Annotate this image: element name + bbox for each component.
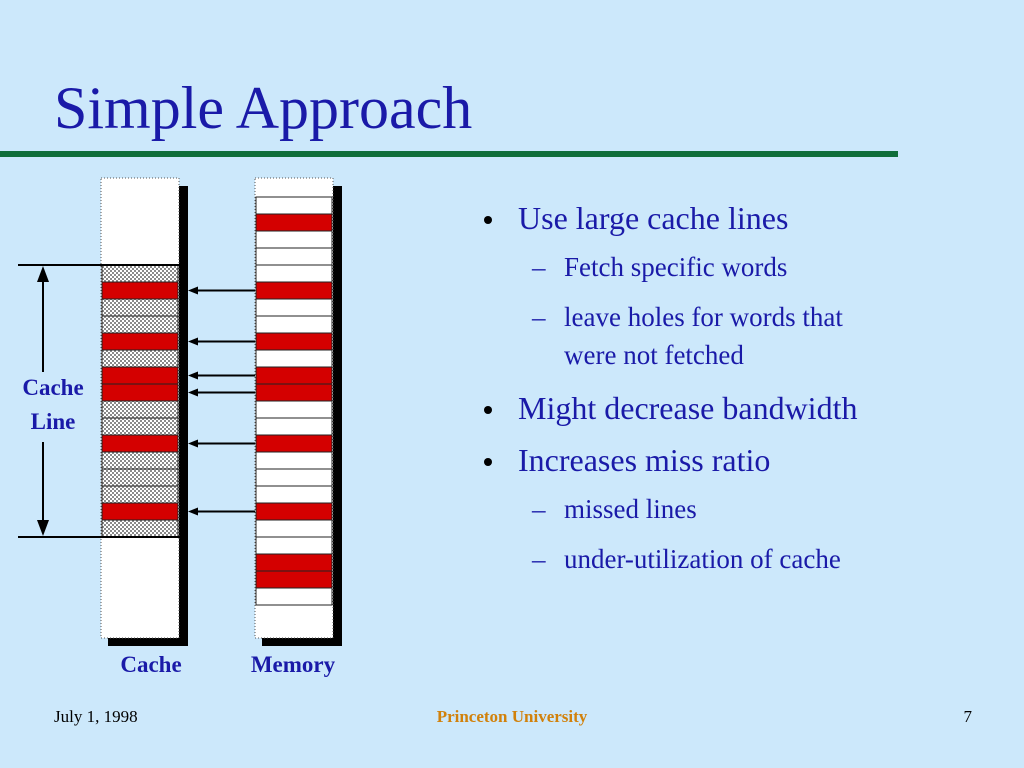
memory-label: Memory	[251, 652, 336, 677]
bullet-item: Use large cache lines	[478, 196, 998, 240]
cache-memory-diagram: Cache Line Cache Memory	[18, 177, 342, 677]
memory-slot	[255, 468, 333, 487]
sub-bullet-item: –Fetch specific words	[532, 252, 788, 282]
footer-org: Princeton University	[436, 707, 588, 726]
cache-slot	[101, 315, 179, 334]
memory-slot	[255, 536, 333, 555]
memory-slot	[255, 349, 333, 368]
memory-slot	[255, 247, 333, 266]
bullet-item: Might decrease bandwidth	[478, 386, 998, 430]
cache-slot	[101, 434, 179, 453]
memory-slot	[255, 485, 333, 504]
page-number: 7	[963, 707, 973, 726]
cache-slot	[101, 451, 179, 470]
cache-slot	[101, 400, 179, 419]
fetch-arrowhead	[188, 371, 198, 380]
cache-label: Cache	[120, 652, 181, 677]
memory-slot	[255, 315, 333, 334]
bullet-item: Increases miss ratio	[478, 438, 998, 482]
memory-slot	[255, 417, 333, 436]
cache-line-arrowhead-down	[37, 520, 49, 536]
memory-slot	[255, 264, 333, 283]
cache-line-label-1: Cache	[22, 375, 83, 400]
memory-slot	[255, 366, 333, 385]
fetch-arrowhead	[188, 388, 198, 397]
memory-slot	[255, 196, 333, 215]
memory-slot	[255, 383, 333, 402]
cache-slot	[101, 281, 179, 300]
cache-line-label-2: Line	[31, 409, 76, 434]
cache-slot	[101, 519, 179, 538]
memory-slot	[255, 400, 333, 419]
fetch-arrowhead	[188, 507, 198, 516]
cache-slot	[101, 298, 179, 317]
bullet-list: Use large cache lines –Fetch specific wo…	[478, 196, 998, 590]
memory-slot	[255, 230, 333, 249]
cache-slot	[101, 502, 179, 521]
cache-slot	[101, 366, 179, 385]
cache-slots	[101, 264, 179, 538]
cache-slot	[101, 417, 179, 436]
memory-slot	[255, 502, 333, 521]
fetch-arrows	[188, 286, 255, 516]
cache-slot	[101, 349, 179, 368]
memory-slot	[255, 553, 333, 572]
slide-title: Simple Approach	[54, 75, 473, 141]
memory-slot	[255, 451, 333, 470]
cache-slot	[101, 332, 179, 351]
cache-slot	[101, 485, 179, 504]
cache-line-arrowhead-up	[37, 266, 49, 282]
memory-slot	[255, 281, 333, 300]
memory-slot	[255, 519, 333, 538]
title-underline	[0, 151, 898, 157]
memory-slot	[255, 298, 333, 317]
sub-bullet-item: –missed lines	[532, 494, 697, 524]
sub-bullet-item: –under-utilization of cache	[532, 544, 841, 574]
memory-slots	[255, 196, 333, 606]
memory-slot	[255, 570, 333, 589]
footer-date: July 1, 1998	[54, 707, 138, 726]
memory-slot	[255, 434, 333, 453]
memory-slot	[255, 587, 333, 606]
memory-slot	[255, 332, 333, 351]
fetch-arrowhead	[188, 439, 198, 448]
memory-slot	[255, 213, 333, 232]
cache-slot	[101, 383, 179, 402]
cache-slot	[101, 468, 179, 487]
cache-slot	[101, 264, 179, 283]
fetch-arrowhead	[188, 337, 198, 346]
fetch-arrowhead	[188, 286, 198, 295]
